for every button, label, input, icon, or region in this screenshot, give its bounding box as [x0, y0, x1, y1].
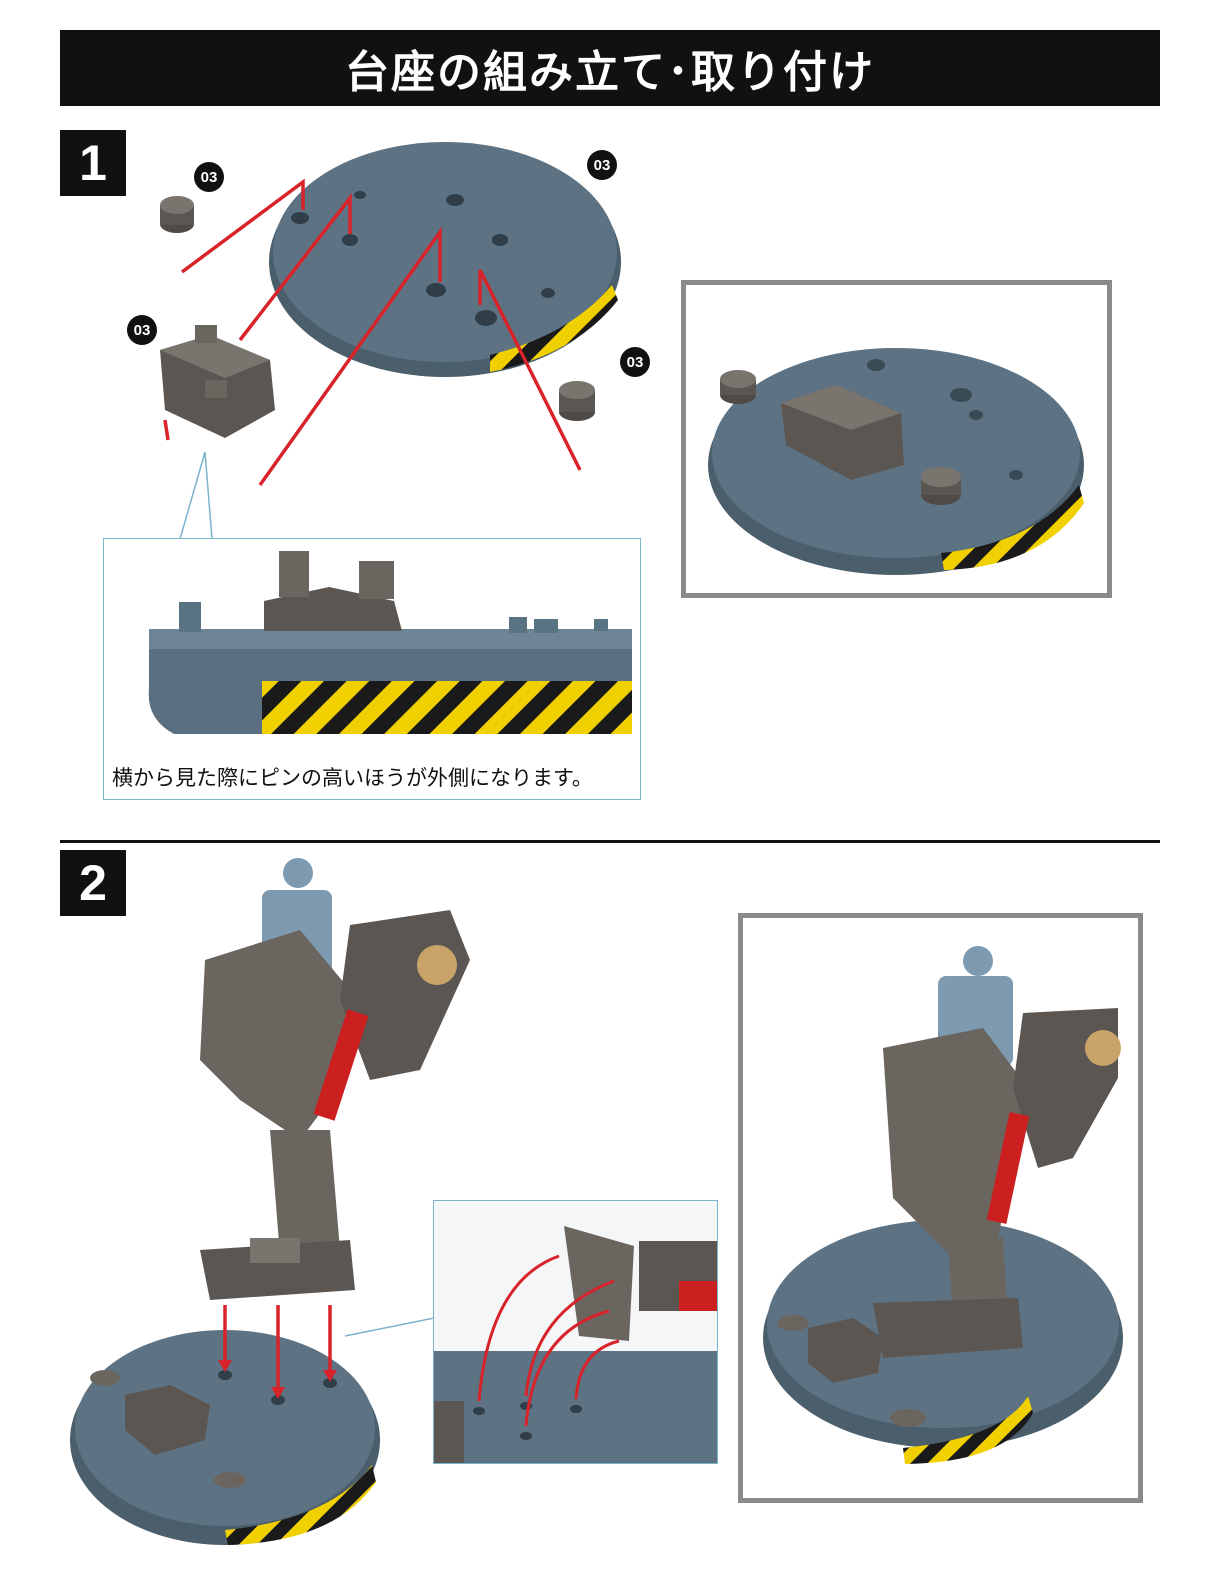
side-view-callout: [103, 538, 641, 800]
step-number-1: 1: [60, 130, 126, 196]
foot-socket-part: [160, 325, 275, 438]
step-number-2: 2: [60, 850, 126, 916]
small-cylinder-part: [160, 196, 194, 233]
part-badge: 03: [194, 162, 224, 192]
side-view-illustration: [148, 551, 632, 734]
completed-base-photo-frame: [681, 280, 1112, 598]
part-badge: 03: [127, 315, 157, 345]
page-title: 台座の組み立て･取り付け: [60, 30, 1160, 106]
completed-figure-photo: [763, 946, 1123, 1464]
side-view-caption: 横から見た際にピンの高いほうが外側になります。: [112, 766, 593, 790]
section-divider: [60, 840, 1160, 843]
assembly-arrows: [163, 178, 582, 487]
completed-base-photo: [708, 348, 1084, 575]
assembly-arrows: [223, 1305, 332, 1392]
small-cylinder-part: [720, 370, 756, 404]
display-base: [70, 1330, 380, 1545]
callout-pointer: [179, 451, 213, 540]
mech-leg-unit: [200, 858, 470, 1300]
peg-alignment-inset: [433, 1200, 718, 1464]
callout-pointer: [344, 1317, 435, 1340]
small-cylinder-part: [559, 381, 595, 421]
completed-figure-photo-frame: [738, 913, 1143, 1503]
peg-holes: [291, 191, 555, 326]
small-cylinder-part: [921, 467, 961, 505]
peg-alignment-illustration: [434, 1226, 717, 1463]
part-badge: 03: [620, 347, 650, 377]
part-badge: 03: [587, 150, 617, 180]
